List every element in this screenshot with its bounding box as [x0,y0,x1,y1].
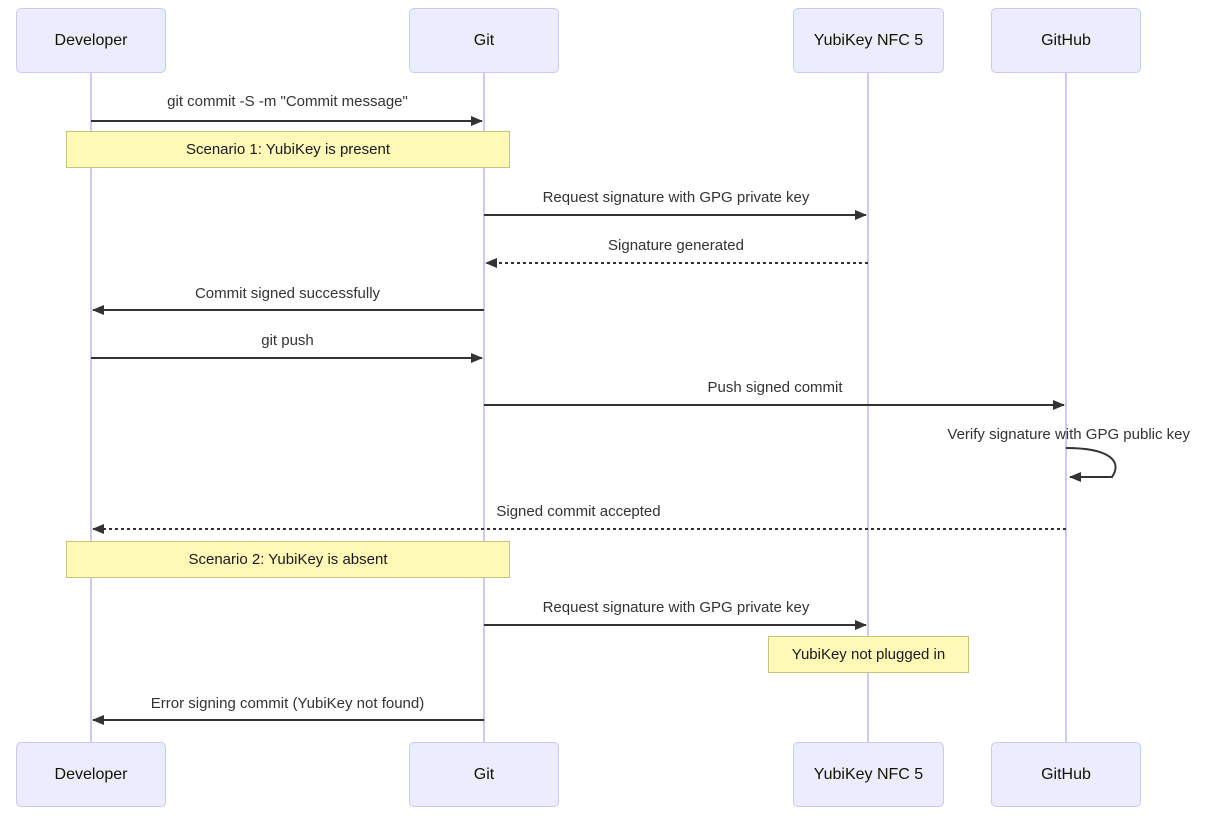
actor-label: Git [473,31,495,49]
actor-yubikey-bottom[interactable]: YubiKey NFC 5 [793,742,944,807]
self-message-label-s1: Verify signature with GPG public key [947,426,1190,443]
actor-label: Developer [54,31,128,49]
actor-github-bottom[interactable]: GitHub [991,742,1141,807]
note-n3: YubiKey not plugged in [768,636,969,673]
self-message-path-s1 [1065,447,1117,482]
self-messages-group [1065,447,1117,482]
actor-developer-bottom[interactable]: Developer [16,742,166,807]
note-n2: Scenario 2: YubiKey is absent [66,541,510,578]
note-label: Scenario 2: YubiKey is absent [188,551,388,568]
actor-developer-top[interactable]: Developer [16,8,166,73]
message-label-m3: Signature generated [608,237,744,254]
actor-label: YubiKey NFC 5 [813,31,924,49]
actor-github-top[interactable]: GitHub [991,8,1141,73]
message-label-m2: Request signature with GPG private key [542,189,810,206]
message-label-m9: Error signing commit (YubiKey not found) [150,695,425,712]
note-n1: Scenario 1: YubiKey is present [66,131,510,168]
actor-git-bottom[interactable]: Git [409,742,559,807]
message-label-m5: git push [261,332,314,349]
actor-label: GitHub [1041,31,1091,49]
message-label-m7: Signed commit accepted [496,503,661,520]
message-label-m6: Push signed commit [707,379,843,396]
actor-yubikey-top[interactable]: YubiKey NFC 5 [793,8,944,73]
message-label-m4: Commit signed successfully [194,285,381,302]
note-label: Scenario 1: YubiKey is present [185,141,391,158]
message-label-m8: Request signature with GPG private key [542,599,810,616]
actor-label: Git [473,765,495,783]
actor-label: Developer [54,765,128,783]
lifelines-group [90,73,1067,742]
message-label-m1: git commit -S -m "Commit message" [167,93,408,110]
messages-group [91,116,1066,725]
note-label: YubiKey not plugged in [791,646,946,663]
actor-label: YubiKey NFC 5 [813,765,924,783]
actor-git-top[interactable]: Git [409,8,559,73]
actor-label: GitHub [1041,765,1091,783]
